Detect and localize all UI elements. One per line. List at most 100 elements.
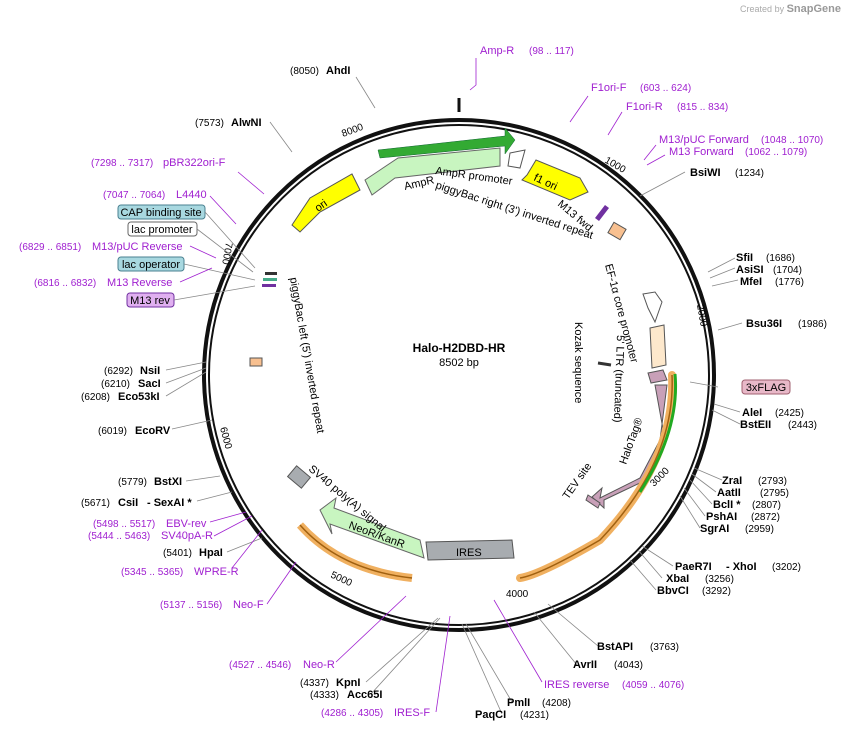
tick-4000: 4000	[506, 589, 529, 600]
asisi-pos: (1704)	[773, 265, 802, 276]
m13-rev-name: M13 Reverse	[107, 277, 172, 289]
bsu36i-pos: (1986)	[798, 319, 827, 330]
flag-feature	[647, 369, 668, 384]
orange-arc-2-line	[299, 524, 413, 579]
eco53ki-name: Eco53kI	[118, 391, 160, 403]
sexai-name: - SexAI *	[147, 497, 192, 509]
f1-ori-feature	[521, 159, 589, 201]
amp-r-name: Amp-R	[480, 45, 514, 57]
lac-operator-label: lac operator	[122, 259, 180, 271]
ebv-rev-name: EBV-rev	[166, 518, 207, 530]
watermark-prefix: Created by	[740, 4, 785, 14]
xhoi-name: - XhoI	[726, 561, 757, 573]
kpni-pos: (4337)	[300, 678, 329, 689]
paqci-pos: (4231)	[520, 710, 549, 721]
map-name: Halo-H2DBD-HR	[413, 341, 506, 355]
neo-r-name: Neo-R	[303, 659, 335, 671]
piggybac-right-box	[607, 221, 627, 241]
sfii-name: SfiI	[736, 252, 753, 264]
sv40pa-feature	[286, 465, 312, 489]
bbvci-pos: (3292)	[702, 586, 731, 597]
nsii-name: NsiI	[140, 365, 160, 377]
bbvci-name: BbvCI	[657, 585, 689, 597]
ltr-feature	[649, 324, 667, 369]
paqci-name: PaqCI	[475, 709, 506, 721]
kozak-label: Kozak sequence	[572, 322, 584, 403]
saci-name: SacI	[138, 378, 161, 390]
watermark-brand: SnapGene	[786, 3, 841, 15]
xhoi-pos: (3202)	[772, 562, 801, 573]
ires-rev-name: IRES reverse	[544, 679, 609, 691]
bstapi-pos: (3763)	[650, 642, 679, 653]
ori-feature	[291, 173, 361, 233]
ires-f-name: IRES-F	[394, 707, 430, 719]
neor-feature	[319, 496, 425, 559]
eco53ki-pos: (6208)	[81, 392, 110, 403]
wpre-r-name: WPRE-R	[194, 566, 239, 578]
green-arc	[638, 373, 678, 493]
ahdi-name: AhdI	[326, 65, 350, 77]
ires-feature	[425, 539, 515, 561]
aatii-name: AatII	[717, 487, 741, 499]
kozak-mark	[597, 361, 612, 367]
pmli-name: PmlI	[507, 697, 530, 709]
snapgene-watermark: Created by SnapGene	[740, 3, 841, 15]
l4440-range: (7047 .. 7064)	[103, 190, 165, 201]
alwni-name: AlwNI	[231, 117, 262, 129]
bsu36i-name: Bsu36I	[746, 318, 782, 330]
ires-f-range: (4286 .. 4305)	[321, 708, 383, 719]
alei-name: AleI	[742, 407, 762, 419]
backbone-inner	[208, 124, 710, 626]
f1ori-f-name: F1ori-F	[591, 82, 627, 94]
m13-rev-label: M13 rev	[130, 295, 170, 307]
pbr322ori-name: pBR322ori-F	[163, 157, 226, 169]
lac-small-3	[262, 284, 276, 287]
m13-fwd-name: M13 Forward	[669, 146, 734, 158]
hpai-name: HpaI	[199, 547, 223, 559]
halotag-label: HaloTag®	[618, 416, 646, 466]
m13-fwd-feature	[595, 205, 609, 221]
primer-labels: Amp-R (98 .. 117) F1ori-F (603 .. 624) F…	[19, 45, 823, 719]
bcli-name: BclI *	[713, 499, 741, 511]
tev-feature	[585, 494, 601, 509]
bstxi-name: BstXI	[154, 476, 182, 488]
nsii-pos: (6292)	[104, 366, 133, 377]
bsteii-name: BstEII	[740, 419, 771, 431]
bsiwi-pos: (1234)	[735, 168, 764, 179]
ampr-promoter-feature	[507, 149, 526, 169]
pbr322ori-range: (7298 .. 7317)	[91, 158, 153, 169]
ires-rev-range: (4059 .. 4076)	[622, 680, 684, 691]
neo-f-range: (5137 .. 5156)	[160, 600, 222, 611]
ecorv-name: EcoRV	[135, 425, 171, 437]
aatii-pos: (2795)	[760, 488, 789, 499]
mfei-pos: (1776)	[775, 277, 804, 288]
pshai-name: PshAI	[706, 511, 737, 523]
3xflag-label: 3xFLAG	[746, 382, 786, 394]
asisi-name: AsiSI	[736, 264, 764, 276]
cap-binding-label: CAP binding site	[120, 207, 201, 219]
ltr-label: 5' LTR (truncated)	[611, 335, 626, 423]
sfii-pos: (1686)	[766, 253, 795, 264]
lac-small-2	[263, 278, 277, 281]
csii-name: CsiI	[118, 497, 138, 509]
tick-7000: 7000	[219, 241, 234, 265]
f1ori-r-range: (815 .. 834)	[677, 102, 728, 113]
acc65i-name: Acc65I	[347, 689, 382, 701]
sgrai-pos: (2959)	[745, 524, 774, 535]
avrii-pos: (4043)	[614, 660, 643, 671]
orange-arc-line	[519, 374, 673, 579]
m13puc-rev-name: M13/pUC Reverse	[92, 241, 182, 253]
xbai-name: XbaI	[666, 573, 689, 585]
sv40pa-r-name: SV40pA-R	[161, 530, 213, 542]
f1ori-f-range: (603 .. 624)	[640, 83, 691, 94]
zrai-pos: (2793)	[758, 476, 787, 487]
ahdi-pos: (8050)	[290, 66, 319, 77]
bsteii-pos: (2443)	[788, 420, 817, 431]
pmli-pos: (4208)	[542, 698, 571, 709]
paer7i-name: PaeR7I	[675, 561, 712, 573]
saci-pos: (6210)	[101, 379, 130, 390]
lac-promoter-label: lac promoter	[131, 224, 192, 236]
bstapi-name: BstAPI	[597, 641, 633, 653]
ires-label: IRES	[456, 547, 482, 559]
